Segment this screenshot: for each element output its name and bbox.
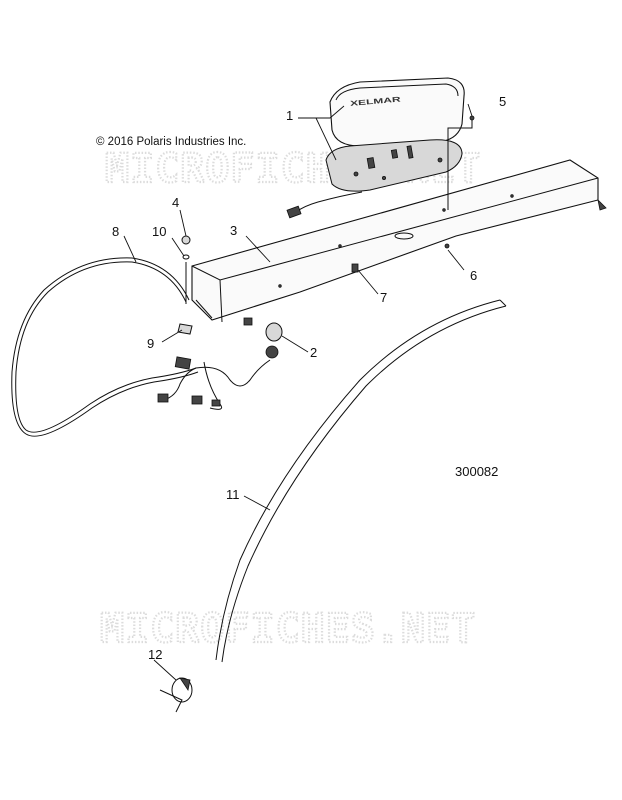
- callout-numbers: 1 2 3 4 5 6 7 8 9 10 11 12: [112, 94, 506, 662]
- part-3-housing: [191, 159, 607, 323]
- part-1-light-cover: XELMAR: [329, 77, 465, 147]
- part-8-cable: [15, 261, 197, 433]
- wire-harness: [157, 356, 271, 410]
- watermark-bottom: MICROFICHES.NET: [100, 606, 476, 652]
- part-1-light-base: [325, 139, 463, 192]
- figure-number: 300082: [455, 464, 499, 479]
- part-6-screw: [444, 243, 450, 249]
- callout-3: 3: [230, 223, 237, 238]
- part-12-cable-tie: [159, 677, 193, 713]
- callout-11: 11: [226, 487, 240, 502]
- callout-5: 5: [499, 94, 506, 109]
- light-wire: [295, 191, 363, 213]
- part-10-washer: [182, 254, 190, 260]
- part-7-clip: [351, 263, 359, 273]
- light-wire-connector: [286, 205, 302, 219]
- callout-8: 8: [112, 224, 119, 239]
- part-9-clip: [177, 323, 193, 335]
- callout-2: 2: [310, 345, 317, 360]
- part-5-screw: [469, 115, 475, 121]
- callout-6: 6: [470, 268, 477, 283]
- callout-12: 12: [148, 647, 162, 662]
- callout-9: 9: [147, 336, 154, 351]
- leader-lines: [123, 103, 473, 681]
- callout-4: 4: [172, 195, 179, 210]
- callout-1: 1: [286, 108, 293, 123]
- part-2-grommet: [265, 322, 283, 359]
- callout-10: 10: [152, 224, 166, 239]
- copyright-notice: © 2016 Polaris Industries Inc.: [96, 136, 247, 148]
- part-11-seal-strip: [215, 299, 507, 663]
- part-4-plug: [181, 235, 191, 245]
- fastener-left: [243, 317, 253, 326]
- callout-7: 7: [380, 290, 387, 305]
